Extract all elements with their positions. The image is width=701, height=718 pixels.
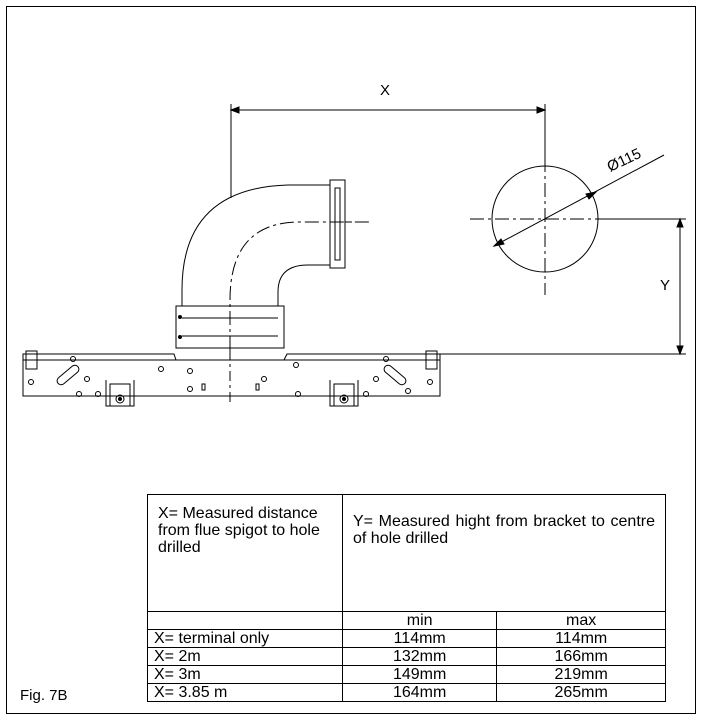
table-row: X= 3.85 m 164mm 265mm	[147, 683, 666, 702]
spigot-flange	[329, 179, 346, 269]
table-row: X= terminal only 114mm 114mm	[147, 629, 666, 648]
figure-caption: Fig. 7B	[20, 687, 68, 704]
diameter-leader	[493, 154, 665, 247]
measurement-table: X= Measured distance from flue spigot to…	[147, 494, 666, 702]
table-row: X= 3m 149mm 219mm	[147, 665, 666, 684]
blank-cell	[147, 611, 343, 630]
dimension-x-label: X	[380, 82, 390, 99]
wall-bracket	[22, 353, 441, 397]
min-column-header: min	[341, 611, 498, 630]
x-arrow-right	[536, 106, 547, 114]
dimension-y-label: Y	[660, 277, 670, 294]
flue-clamp	[175, 305, 285, 349]
x-arrow-left	[229, 106, 240, 114]
x-header-cell: X= Measured distance from flue spigot to…	[147, 494, 343, 612]
flue-elbow-centreline	[229, 221, 370, 350]
diameter-label: Ø115	[605, 145, 644, 175]
flue-elbow-inner	[277, 264, 330, 306]
table-row: X= 2m 132mm 166mm	[147, 647, 666, 666]
y-header-cell: Y= Measured hight from bracket to centre…	[342, 494, 666, 610]
figure-frame	[6, 6, 696, 714]
max-column-header: max	[496, 611, 666, 630]
flue-elbow-outer	[181, 184, 330, 306]
